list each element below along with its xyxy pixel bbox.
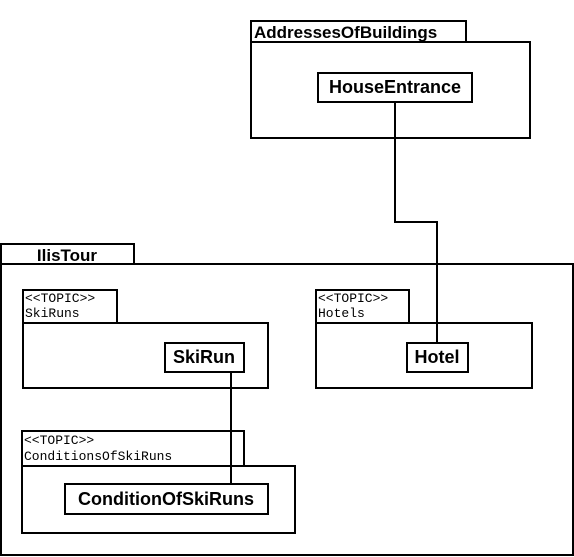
- class-condition-of-ski-runs-label: ConditionOfSkiRuns: [78, 489, 254, 509]
- topic-ski-runs-name: SkiRuns: [25, 306, 80, 321]
- topic-ski-runs[interactable]: <<TOPIC>> SkiRuns SkiRun: [22, 289, 269, 389]
- class-condition-of-ski-runs[interactable]: ConditionOfSkiRuns: [64, 483, 269, 515]
- package-ilis-tour[interactable]: IlisTour <<TOPIC>> SkiRuns SkiRun <<TOPI…: [0, 243, 574, 556]
- class-ski-run-label: SkiRun: [173, 347, 235, 367]
- class-hotel-label: Hotel: [415, 347, 460, 367]
- topic-ski-runs-body: [22, 322, 269, 389]
- class-house-entrance-label: HouseEntrance: [329, 77, 461, 97]
- class-house-entrance[interactable]: HouseEntrance: [317, 72, 473, 103]
- topic-hotels-name: Hotels: [318, 306, 365, 321]
- class-ski-run-box: [164, 342, 245, 373]
- class-ski-run[interactable]: SkiRun: [164, 342, 245, 373]
- topic-conditions-of-ski-runs[interactable]: <<TOPIC>> ConditionsOfSkiRuns ConditionO…: [21, 430, 296, 534]
- class-condition-of-ski-runs-box: [64, 483, 269, 515]
- topic-conditions-name: ConditionsOfSkiRuns: [24, 449, 172, 464]
- topic-hotels[interactable]: <<TOPIC>> Hotels Hotel: [315, 289, 533, 389]
- package-addresses-title: AddressesOfBuildings: [254, 23, 437, 42]
- association-house-entrance-hotel[interactable]: [394, 102, 438, 343]
- topic-hotels-tab: [315, 289, 410, 324]
- class-house-entrance-box: [317, 72, 473, 103]
- package-addresses-of-buildings[interactable]: AddressesOfBuildings HouseEntrance: [250, 20, 531, 139]
- class-hotel[interactable]: Hotel: [406, 342, 469, 373]
- topic-hotels-stereotype: <<TOPIC>>: [318, 291, 388, 306]
- topic-conditions-tab: [21, 430, 245, 467]
- class-hotel-box: [406, 342, 469, 373]
- topic-conditions-stereotype: <<TOPIC>>: [24, 433, 94, 448]
- package-ilis-tour-title: IlisTour: [37, 246, 98, 265]
- topic-ski-runs-stereotype: <<TOPIC>>: [25, 291, 95, 306]
